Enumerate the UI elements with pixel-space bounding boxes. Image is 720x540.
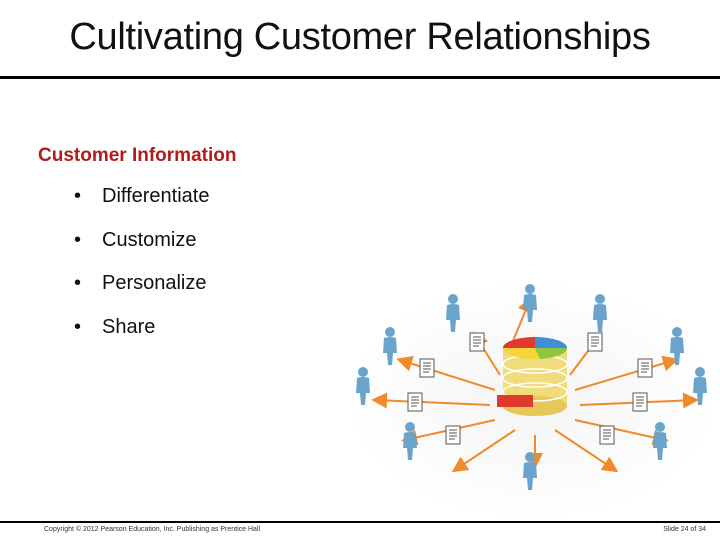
document-icon bbox=[407, 392, 423, 412]
title-divider bbox=[0, 76, 720, 79]
arrow-icon bbox=[574, 355, 679, 391]
bullet-dot: • bbox=[74, 272, 82, 294]
bullet-item: • Personalize bbox=[74, 270, 209, 314]
bullet-text: Personalize bbox=[102, 272, 207, 294]
arrow-icon bbox=[554, 429, 619, 473]
document-icon bbox=[419, 358, 435, 378]
arrow-icon bbox=[574, 419, 669, 446]
document-icon bbox=[637, 358, 653, 378]
arrow-icon bbox=[396, 355, 496, 391]
document-icon bbox=[599, 425, 615, 445]
document-icon bbox=[587, 332, 603, 352]
slide-number: Slide 24 of 34 bbox=[663, 526, 706, 533]
bullet-item: • Differentiate bbox=[74, 183, 209, 227]
bullet-list: • Differentiate • Customize • Personalize •… bbox=[74, 183, 209, 357]
bullet-item: • Share bbox=[74, 314, 209, 358]
document-icon bbox=[445, 425, 461, 445]
bullet-text: Differentiate bbox=[102, 185, 210, 207]
customer-network-illustration bbox=[345, 280, 720, 520]
document-icon bbox=[469, 332, 485, 352]
bullet-item: • Customize bbox=[74, 227, 209, 271]
slide-title: Cultivating Customer Relationships bbox=[69, 16, 651, 58]
bullet-dot: • bbox=[74, 228, 82, 251]
arrow-icon bbox=[371, 392, 491, 409]
bullet-dot: • bbox=[74, 315, 82, 338]
arrow-icon bbox=[451, 429, 516, 473]
section-heading: Customer Information bbox=[38, 145, 237, 166]
database-icon bbox=[497, 337, 568, 416]
arrow-group bbox=[371, 296, 699, 473]
footer-divider bbox=[0, 521, 720, 523]
bullet-text: Customize bbox=[102, 228, 197, 251]
bullet-text: Share bbox=[102, 315, 156, 338]
document-icon bbox=[632, 392, 648, 412]
bullet-dot: • bbox=[74, 185, 82, 207]
copyright-text: Copyright © 2012 Pearson Education, Inc.… bbox=[44, 526, 261, 533]
